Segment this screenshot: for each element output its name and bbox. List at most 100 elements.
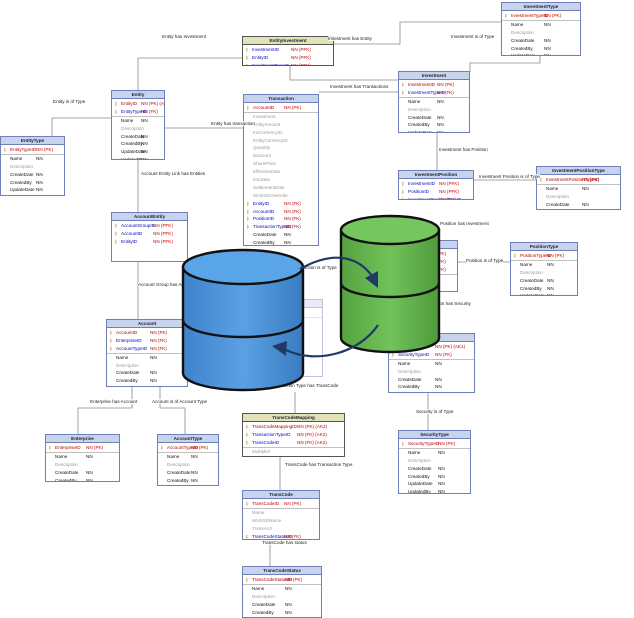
primary-key-icon: ⚷ (160, 445, 164, 450)
entity-investment-position-type[interactable]: InvestmentPositionType⚷InvestmentPositio… (536, 166, 621, 210)
column-row: SettlementDate (246, 184, 316, 192)
column-name: EntityID (121, 101, 138, 106)
rel-position-has-investment: Position has Investment (440, 221, 489, 226)
key-separator (1, 153, 64, 155)
column-nullability: NN (435, 376, 442, 382)
column-nullability: NN (PK) (AK2) (297, 424, 328, 429)
primary-key-icon: ⚷ (401, 181, 405, 186)
column-nullability: NN (547, 293, 554, 296)
column-name: AccountID (253, 208, 275, 214)
column-nullability: NN (437, 114, 444, 120)
column-nullability: NN (PK) (AK1) (141, 101, 164, 106)
column-nullability: NN (284, 232, 291, 238)
entity-title: TransCode (243, 491, 319, 499)
column-name: Multiplier (252, 448, 271, 454)
column-nullability: NN (FK) (141, 108, 158, 114)
primary-key-icon: ⚷ (114, 101, 118, 106)
column-nullability: NN (PFK) (291, 54, 311, 60)
column-nullability: NN (435, 360, 442, 366)
rel-transaction-type-has-transcode: Transaction Type has TransCode (271, 383, 339, 388)
column-nullability: NN (PK) (582, 177, 600, 182)
column-name: CreateDate (10, 171, 34, 177)
column-nullability: NN (PK) (547, 253, 565, 258)
entity-title: Account (107, 320, 187, 328)
column-row: CreateDate NN (401, 114, 467, 122)
column-name: CreateDate (408, 114, 432, 120)
column-nullability: NN (PK) (438, 441, 456, 446)
column-name: Quantity (253, 145, 271, 151)
column-name: SettlementDate (253, 184, 285, 190)
column-name: EffectiveDate (253, 169, 281, 175)
column-name: InvestmentTypeID (252, 62, 290, 66)
column-nullability: NN (435, 384, 442, 390)
column-name: SharePrice (253, 161, 276, 167)
column-nullability: NN (PFK) (153, 223, 173, 228)
column-name: Name (408, 98, 421, 104)
column-name: Name (546, 185, 559, 191)
column-name: InvestmentTypeID (511, 13, 549, 18)
column-name: Description (511, 29, 534, 35)
column-row: Description (539, 193, 618, 201)
column-nullability: NN (PFK) (153, 238, 173, 244)
column-name: EntityTypeID (121, 108, 148, 114)
column-row: InvCurrencyID (246, 129, 316, 137)
column-nullability: NN (PK) (285, 577, 303, 582)
connector-account-enterprise (77, 387, 133, 434)
foreign-key-icon: ⚷ (246, 216, 250, 222)
column-nullability: NN (PK) (36, 147, 54, 152)
connector-entitytype-entity (51, 117, 111, 136)
column-name: EnterpriseID (116, 337, 142, 343)
column-name: AccountID (121, 230, 143, 236)
primary-key-icon: ⚷ (401, 89, 405, 95)
primary-key-icon: ⚷ (513, 253, 517, 258)
column-nullability: NN (FK) (284, 216, 301, 222)
entity-title: AccountType (158, 435, 218, 443)
column-name: CreateDate (55, 469, 79, 475)
column-row: Description (504, 29, 578, 37)
